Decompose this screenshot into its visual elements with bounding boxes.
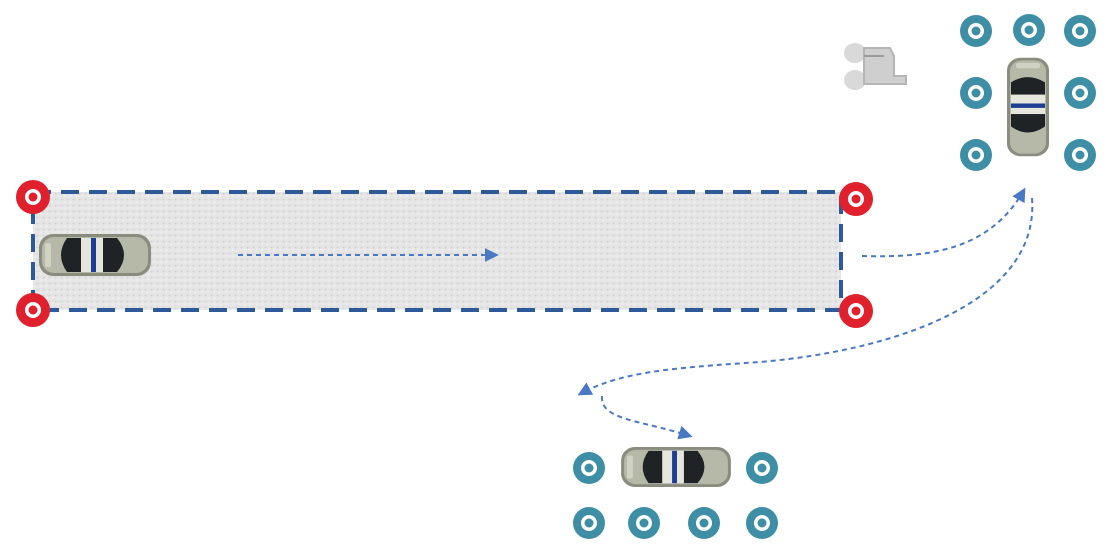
teal-cone-marker-icon — [1064, 139, 1096, 171]
teal-cone-marker-icon — [573, 507, 605, 539]
teal-cone-marker-icon — [573, 452, 605, 484]
teal-cone-marker-icon — [746, 507, 778, 539]
final-path-arrow — [600, 395, 693, 440]
red-cone-marker-icon — [839, 182, 873, 216]
steering-hands-icon — [844, 43, 907, 90]
red-cone-marker-icon — [16, 180, 50, 214]
red-cone-marker-icon — [839, 294, 873, 328]
start-car-icon — [39, 234, 151, 276]
teal-cone-marker-icon — [960, 15, 992, 47]
teal-cone-marker-icon — [1064, 15, 1096, 47]
red-cone-marker-icon — [16, 293, 50, 327]
teal-cone-marker-icon — [1013, 14, 1045, 46]
teal-cone-marker-icon — [1064, 77, 1096, 109]
end-car-icon — [621, 447, 731, 487]
teal-cone-marker-icon — [746, 452, 778, 484]
parked-car-icon — [1007, 57, 1049, 157]
reverse-path-arrow — [577, 197, 1034, 396]
turn-up-path-arrow — [861, 187, 1026, 258]
teal-cone-marker-icon — [960, 77, 992, 109]
teal-cone-marker-icon — [688, 507, 720, 539]
teal-cone-marker-icon — [628, 507, 660, 539]
teal-cone-marker-icon — [960, 139, 992, 171]
road-strip — [31, 190, 843, 312]
